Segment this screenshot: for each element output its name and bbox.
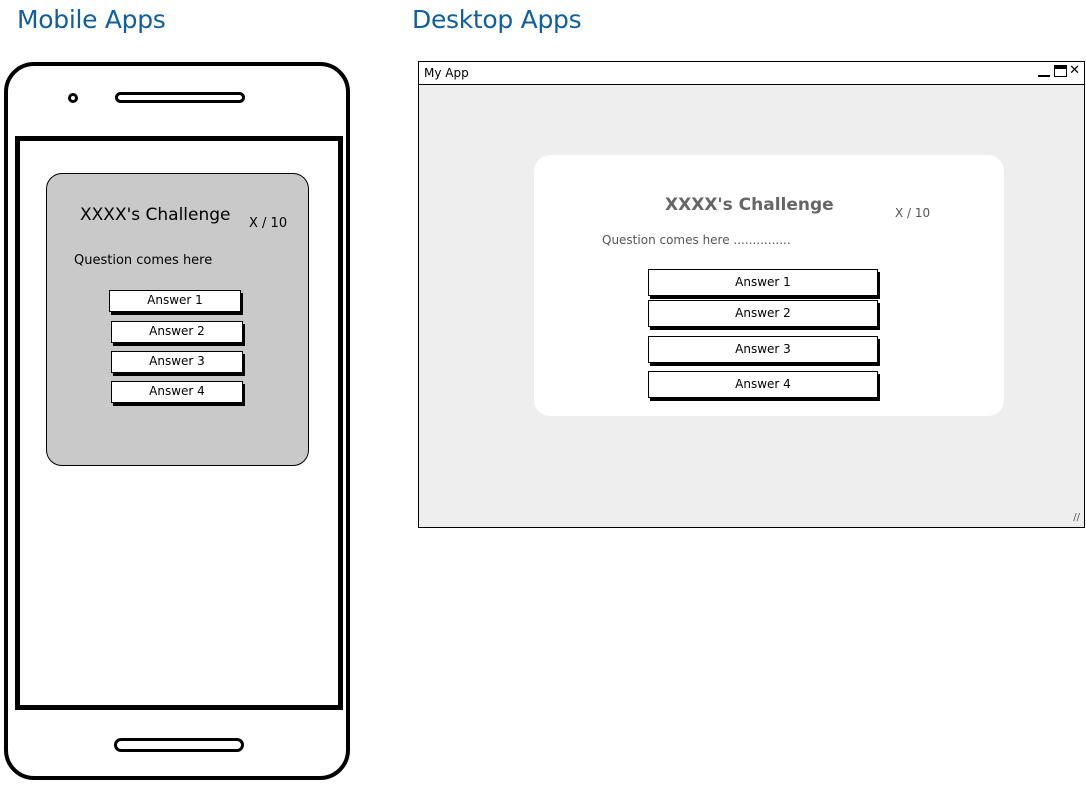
desktop-answer-1-button[interactable]: Answer 1 (648, 269, 878, 296)
mobile-answer-2-button[interactable]: Answer 2 (111, 321, 243, 343)
desktop-score: X / 10 (895, 206, 931, 220)
speaker-icon (115, 92, 245, 103)
minimize-icon[interactable] (1038, 65, 1051, 77)
desktop-challenge-title: XXXX's Challenge (665, 195, 834, 215)
desktop-answer-2-button[interactable]: Answer 2 (648, 300, 878, 327)
mobile-score: X / 10 (249, 216, 288, 231)
desktop-question: Question comes here ............... (602, 233, 791, 247)
mobile-apps-heading: Mobile Apps (17, 5, 166, 34)
home-button[interactable] (114, 738, 244, 752)
close-icon[interactable]: ✕ (1069, 63, 1080, 78)
mobile-answer-3-button[interactable]: Answer 3 (111, 351, 243, 373)
mobile-challenge-title: XXXX's Challenge (80, 205, 231, 225)
mobile-challenge-card (46, 173, 309, 466)
window-titlebar[interactable]: My App ✕ (419, 62, 1084, 85)
mobile-question: Question comes here (74, 253, 213, 268)
desktop-answer-4-button[interactable]: Answer 4 (648, 371, 878, 398)
maximize-icon[interactable] (1054, 65, 1068, 77)
window-title: My App (424, 66, 469, 80)
window-controls: ✕ (1038, 64, 1080, 78)
resize-grip-icon[interactable]: // (1073, 512, 1080, 523)
camera-icon (68, 93, 78, 103)
desktop-answer-3-button[interactable]: Answer 3 (648, 336, 878, 363)
mobile-answer-4-button[interactable]: Answer 4 (111, 381, 243, 403)
mobile-answer-1-button[interactable]: Answer 1 (109, 290, 241, 312)
desktop-apps-heading: Desktop Apps (412, 5, 582, 34)
